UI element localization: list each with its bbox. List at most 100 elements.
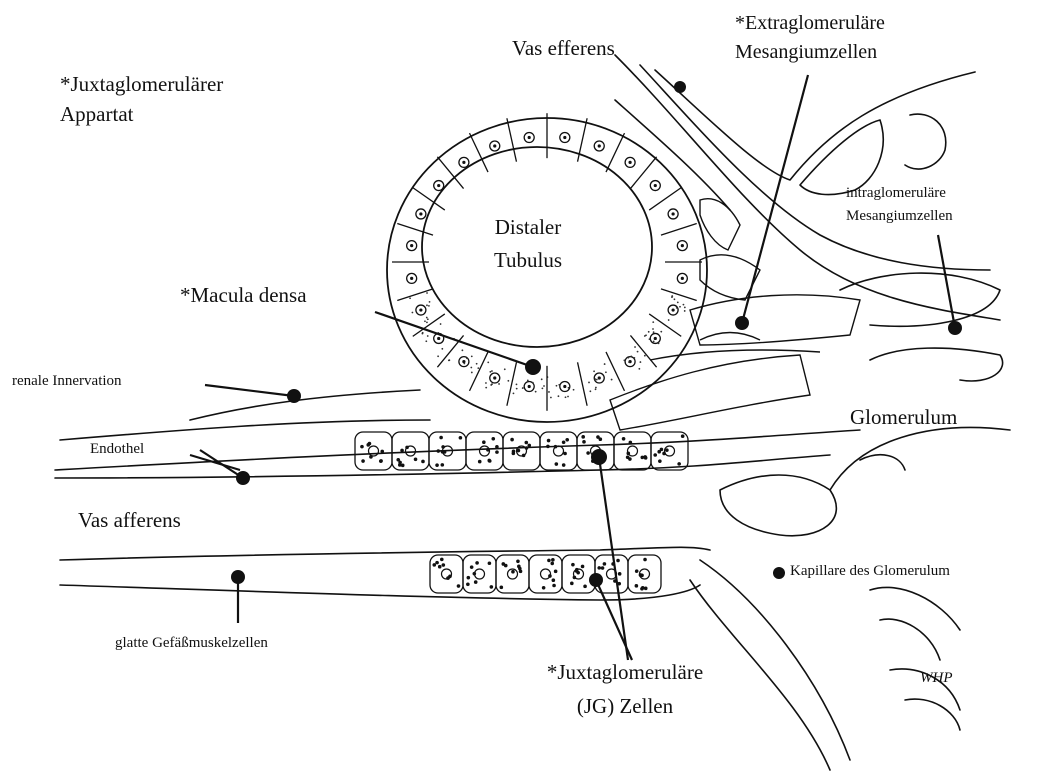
granule (640, 574, 644, 578)
granule (535, 391, 537, 393)
granule (611, 379, 613, 381)
tubule-cell-border (397, 289, 433, 301)
granule (511, 570, 515, 574)
granule (639, 361, 641, 363)
granule (568, 387, 570, 389)
glomerular-capillary (860, 455, 905, 470)
label-intraglomerular-1: intraglomeruläre (846, 185, 946, 202)
label-glatte-muskelzellen: glatte Gefäßmuskelzellen (115, 635, 268, 652)
granule (507, 380, 509, 382)
granule (527, 380, 529, 382)
granule (562, 463, 566, 467)
granule (525, 446, 529, 450)
granule (475, 561, 479, 565)
jg-upper-dot (591, 449, 607, 465)
granule (474, 580, 478, 584)
cell-nucleolus (419, 212, 422, 215)
granule (435, 561, 439, 565)
granule (565, 438, 569, 442)
granule (573, 576, 577, 580)
glomerular-capillary (870, 587, 960, 630)
cell-nucleolus (528, 136, 531, 139)
granule (522, 454, 526, 458)
granule (500, 586, 504, 590)
cell-nucleolus (528, 385, 531, 388)
cell-nucleolus (654, 184, 657, 187)
granule (485, 387, 487, 389)
granule (360, 445, 364, 449)
granule (498, 383, 500, 385)
tubule-cell-border (470, 352, 489, 391)
glomerular-capillary (905, 114, 946, 169)
label-jg-cells-2: (JG) Zellen (490, 694, 760, 718)
granule (512, 449, 516, 453)
cell-nucleolus (563, 136, 566, 139)
granule (470, 565, 474, 569)
granule (637, 351, 639, 353)
granule (630, 356, 632, 358)
granule (532, 382, 534, 384)
granule (527, 444, 531, 448)
granule (604, 363, 606, 365)
endothel-dot (236, 471, 250, 485)
granule (448, 359, 450, 361)
granule (605, 371, 607, 373)
granule (491, 370, 493, 372)
granule (380, 450, 384, 454)
tubule-cell-border (397, 223, 433, 235)
granule (684, 307, 686, 309)
glomerular-capillary (905, 699, 960, 730)
tubule-cell-border (507, 362, 517, 405)
granule (429, 301, 431, 303)
glomerular-capillary (830, 428, 1010, 491)
granule (556, 385, 558, 387)
jg-cell (529, 555, 562, 593)
granule (519, 570, 523, 574)
granule (567, 396, 569, 398)
granule (588, 382, 590, 384)
jg-cell (503, 432, 540, 470)
artist-signature: WHP (920, 670, 953, 687)
granule (571, 563, 575, 567)
granule (541, 378, 543, 380)
granule (658, 459, 662, 463)
label-vas-efferens: Vas efferens (512, 36, 615, 60)
tubule-cell-border (507, 118, 517, 161)
granule (491, 383, 493, 385)
granule (635, 584, 639, 588)
granule (543, 385, 545, 387)
granule (550, 397, 552, 399)
granule (645, 334, 647, 336)
label-intraglomerular-2: Mesangiumzellen (846, 208, 953, 225)
granule (668, 319, 670, 321)
granule (589, 390, 591, 392)
granule (490, 585, 494, 589)
cell-nucleolus (419, 308, 422, 311)
granule (488, 561, 492, 565)
granule (482, 440, 486, 444)
label-extraglomerular-2: Mesangiumzellen (735, 41, 877, 64)
granule (427, 318, 429, 320)
vas-efferens-wall (655, 70, 975, 180)
granule (575, 569, 579, 573)
cell-nucleolus (681, 277, 684, 280)
jg-cell (540, 432, 577, 470)
granule (446, 576, 450, 580)
granule (618, 572, 622, 576)
granule (400, 449, 404, 453)
granule (401, 464, 405, 468)
cell-nucleolus (493, 144, 496, 147)
cell-nucleolus (654, 337, 657, 340)
granule (657, 450, 661, 454)
granule (649, 338, 651, 340)
glomerular-capillary (880, 619, 940, 660)
granule (643, 455, 647, 459)
granule (581, 435, 585, 439)
granule (425, 340, 427, 342)
leader-macula-densa (375, 312, 533, 367)
granule (633, 357, 635, 359)
granule (623, 359, 625, 361)
granule (437, 355, 439, 357)
granule (626, 455, 630, 459)
